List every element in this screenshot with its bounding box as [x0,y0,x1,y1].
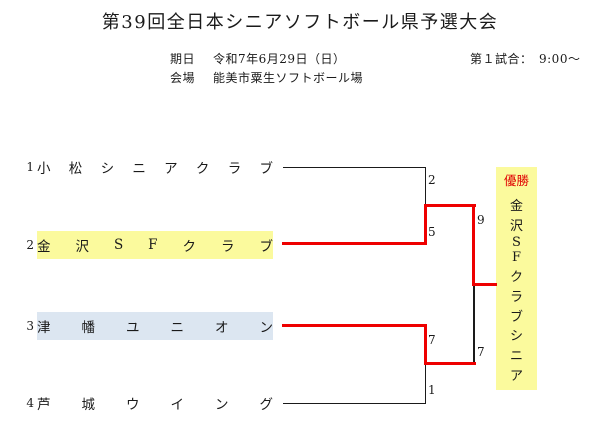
sf2-bottom-score: 1 [428,383,436,397]
sf2-team4-line [283,402,426,404]
page-title: 第39回全日本シニアソフトボール県予選大会 [101,12,499,33]
sf1-bottom-score: 5 [428,225,436,239]
team-1-seed: 1 [26,160,34,174]
team-4-seed: 4 [26,396,34,410]
sf1-team2-line-winner [282,242,426,245]
team-1-name: 小松シニアクラブ [37,161,273,177]
team-3-seed: 3 [26,319,34,333]
sf1-top-score: 2 [428,173,436,187]
sf2-loser-vertical [424,364,426,404]
team-3-name: 津幡ユニオン [37,312,273,340]
first-match-time: 第１試合： 9:00～ [470,52,581,66]
final-top-score: 9 [477,213,485,227]
date-value: 令和7年6月29日（日） [213,52,346,66]
sf2-winner-connector [423,362,476,365]
sf1-winner-connector [423,204,476,207]
sf2-team3-line-winner [282,324,426,327]
venue-label: 会場 [170,71,196,85]
champion-label: 優勝 [503,173,529,188]
venue-value: 能美市粟生ソフトボール場 [213,71,364,85]
sf2-top-score: 7 [428,333,436,347]
team-4-name: 芦城ウイング [37,397,273,413]
final-loser-vertical [473,285,475,364]
sf1-winner-vertical [423,204,427,245]
sf2-winner-vertical [423,324,427,365]
sf1-loser-vertical [424,166,426,207]
final-champion-connector [472,283,497,286]
team-2-seed: 2 [26,238,34,252]
final-winner-vertical [472,204,475,286]
champion-box [496,167,537,390]
final-bottom-score: 7 [477,345,485,359]
sf1-team1-line [283,166,426,168]
date-label: 期日 [170,52,196,66]
